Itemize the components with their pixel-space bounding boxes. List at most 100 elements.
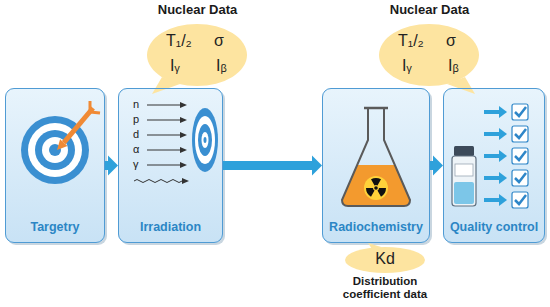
arrow-shaft [223, 161, 313, 170]
row-arrow-head [499, 194, 507, 206]
box-fills [5, 88, 545, 243]
row-arrow [484, 176, 500, 180]
vial-body [452, 156, 476, 206]
callout-heading: Nuclear Data [372, 3, 487, 18]
stage-label: Irradiation [140, 220, 201, 234]
nuclear-quantity: T₁/₂ [398, 32, 424, 50]
qc-icon [452, 104, 528, 208]
radiation-trefoil [366, 178, 386, 197]
check-mark [515, 173, 526, 182]
row-arrow [484, 154, 500, 158]
target-ring [198, 124, 212, 156]
check-mark [515, 129, 526, 138]
nuclear-quantity: T₁/₂ [166, 32, 192, 50]
row-arrow [484, 198, 500, 202]
row-arrow [484, 110, 500, 114]
box-fill [443, 88, 545, 243]
dart-feather [89, 101, 92, 112]
row-arrow-head [499, 128, 507, 140]
arrow-head [433, 156, 443, 176]
vial-label [455, 164, 473, 176]
row-arrow-head [499, 106, 507, 118]
check-box [512, 104, 528, 120]
beam-line [147, 135, 181, 136]
row-arrow-head [499, 150, 507, 162]
trefoil-center [374, 186, 378, 190]
dart-head [57, 139, 68, 150]
check-mark [515, 195, 526, 204]
nuclear-quantity: Iᵧ [170, 57, 180, 75]
particle-label: n [133, 98, 139, 111]
check-box [512, 170, 528, 186]
beam-head [182, 178, 189, 184]
particle-label: d [133, 128, 139, 141]
beam-head [180, 147, 187, 153]
beam-head [180, 132, 187, 138]
stage-label: Radiochemistry [329, 220, 423, 234]
check-row [484, 104, 528, 120]
callout-heading: Distribution coefficient data [333, 275, 437, 301]
flow-arrow [105, 156, 118, 176]
vial-cap [454, 146, 474, 156]
stage-label: Quality control [450, 220, 538, 234]
flask-liquid [342, 165, 410, 206]
bubble-ellipse [379, 24, 479, 86]
beam-head [180, 102, 187, 108]
particle-label: γ [133, 158, 139, 171]
trefoil-blade [378, 188, 387, 197]
nuclear-quantity: Iᵦ [216, 57, 227, 75]
callout-heading: Nuclear Data [140, 3, 255, 18]
callout-bubble: KdDistribution coefficient data [322, 242, 448, 304]
trefoil-blade [366, 188, 375, 197]
check-row [484, 126, 528, 142]
nuclear-quantity: σ [446, 32, 456, 50]
box-fill [5, 88, 105, 243]
check-mark [515, 107, 526, 116]
beam-line [147, 165, 181, 166]
process-box: npdαγIrradiation [118, 88, 223, 243]
dart-shaft [64, 108, 93, 143]
process-box: Quality control [443, 88, 545, 243]
check-rows [484, 104, 528, 208]
nuclear-quantity: Iᵦ [448, 57, 459, 75]
target-ring [195, 116, 215, 164]
flow-arrow [430, 156, 443, 176]
flask-rim [364, 107, 388, 110]
check-box [512, 126, 528, 142]
beam-heads [180, 102, 189, 184]
dart-feather [90, 112, 100, 113]
flask-icon [342, 108, 410, 206]
target-icon [21, 101, 100, 184]
nuclear-quantity: σ [214, 32, 224, 50]
beam-icon [134, 102, 218, 184]
particle-label: α [133, 143, 139, 156]
check-mark [515, 151, 526, 160]
check-row [484, 170, 528, 186]
flask-outline [342, 108, 410, 206]
check-row [484, 148, 528, 164]
check-box [512, 148, 528, 164]
process-box: Radiochemistry [322, 88, 430, 243]
arrow-head [108, 156, 118, 176]
box-fill [118, 88, 223, 243]
beam-line [147, 105, 181, 106]
row-arrow [484, 132, 500, 136]
beam-line [147, 120, 181, 121]
quantity-symbol: Kd [322, 250, 448, 268]
beam-head [180, 162, 187, 168]
beam-line [147, 150, 181, 151]
vial-liquid [454, 182, 474, 204]
nuclear-quantity: Iᵧ [402, 57, 412, 75]
check-row [484, 192, 528, 208]
particle-label: p [133, 113, 139, 126]
row-arrow-head [499, 172, 507, 184]
process-box: Targetry [5, 88, 105, 243]
beam-head [180, 117, 187, 123]
trefoil-blade [371, 178, 381, 185]
flow-arrow [223, 156, 322, 176]
stage-label: Targetry [30, 220, 79, 234]
radiation-disc [364, 176, 388, 200]
target-ring [192, 108, 218, 172]
